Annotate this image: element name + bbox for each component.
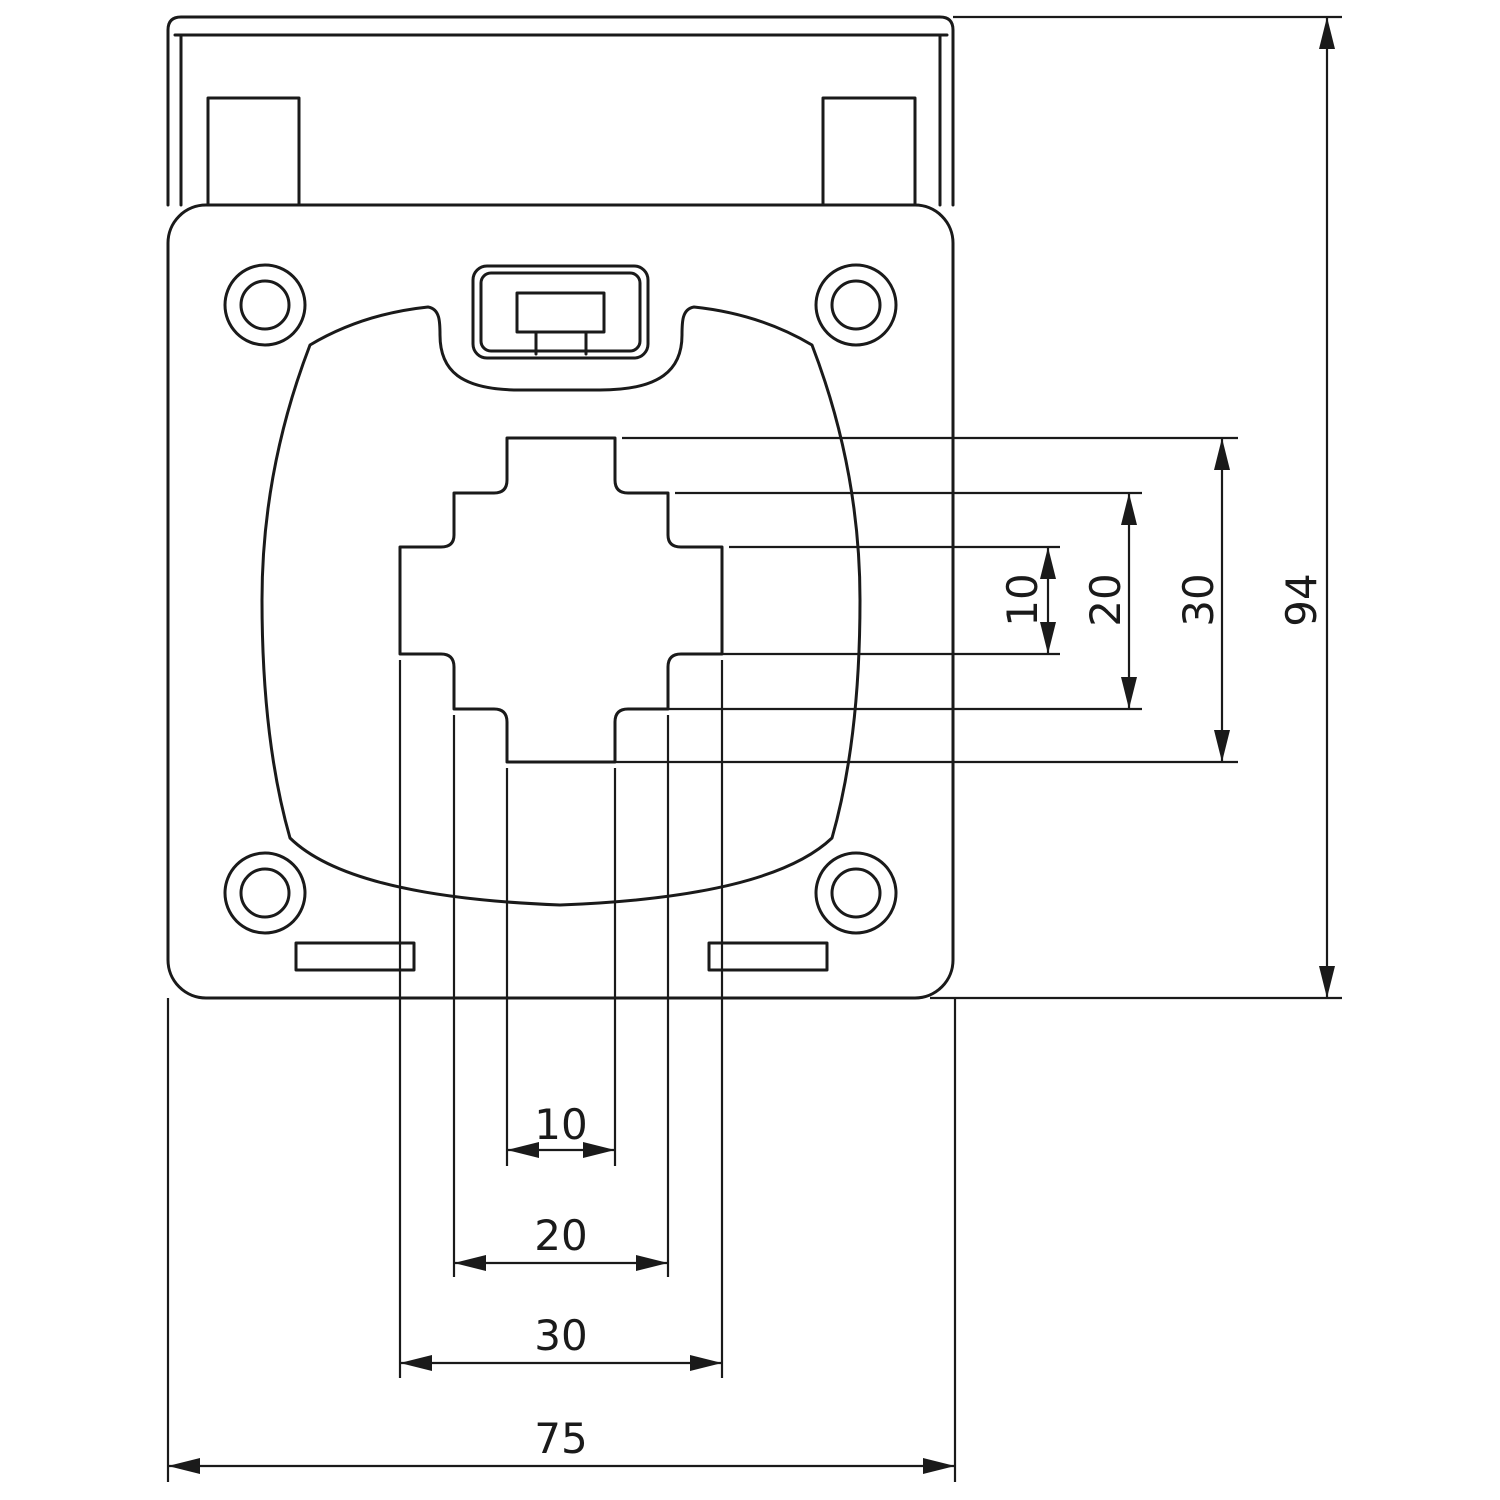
dim-label-30-vertical: 30 (1174, 573, 1223, 626)
dimension-width-30: 30 (400, 1311, 722, 1371)
dim-label-30-horizontal: 30 (534, 1311, 587, 1360)
dimension-height-94: 94 (1277, 17, 1335, 998)
dim-label-20-vertical: 20 (1081, 573, 1130, 626)
dim-label-75: 75 (534, 1414, 587, 1463)
dimension-width-10: 10 (507, 1100, 615, 1158)
dimension-height-20: 20 (1081, 493, 1137, 709)
stepped-opening (398, 436, 724, 764)
dimension-width-20: 20 (454, 1211, 668, 1271)
dim-label-10-horizontal: 10 (534, 1100, 587, 1149)
bottom-slot-left (294, 941, 416, 972)
right-clip (821, 96, 917, 207)
dim-label-20-horizontal: 20 (534, 1211, 587, 1260)
dimension-width-75: 75 (168, 1414, 955, 1474)
mounting-hole-top-right (814, 263, 898, 347)
upper-housing (166, 15, 955, 207)
dimension-height-30: 30 (1174, 438, 1230, 762)
mounting-hole-bottom-right (814, 851, 898, 935)
latch (471, 264, 650, 360)
front-plate (166, 203, 955, 1000)
left-clip (206, 96, 301, 207)
dim-label-10-vertical: 10 (998, 573, 1047, 626)
mounting-hole-bottom-left (223, 851, 307, 935)
bottom-slot-right (707, 941, 829, 972)
dimension-height-10: 10 (998, 547, 1056, 654)
extension-lines (166, 15, 1342, 1482)
window-outline (260, 305, 862, 907)
dim-label-94: 94 (1277, 573, 1326, 626)
mounting-hole-top-left (223, 263, 307, 347)
